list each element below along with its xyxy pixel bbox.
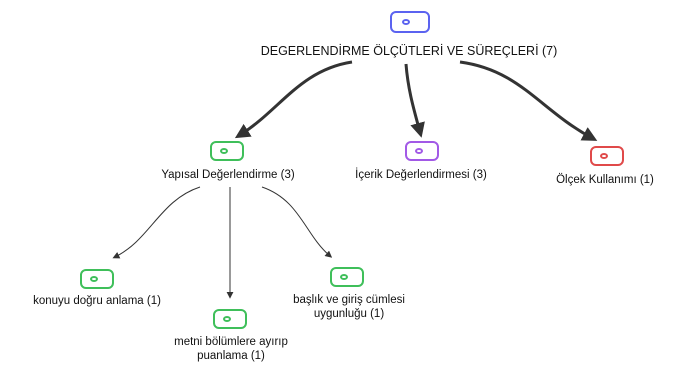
- konuyu-node-icon[interactable]: [80, 269, 114, 289]
- baslik-node-icon[interactable]: [330, 267, 364, 287]
- baslik-node-label-line2[interactable]: uygunluğu (1): [313, 308, 385, 320]
- olcek-node-icon[interactable]: [590, 146, 624, 166]
- edge-root-icerik: [404, 63, 425, 138]
- edge-root-olcek: [459, 60, 598, 141]
- olcek-node-label[interactable]: Ölçek Kullanımı (1): [556, 174, 654, 186]
- edge-root-yapisal: [234, 60, 353, 139]
- yapisal-node-label[interactable]: Yapısal Değerlendirme (3): [161, 169, 295, 181]
- icerik-node-label[interactable]: İçerik Değerlendirmesi (3): [355, 169, 487, 181]
- metni-node-label-line1[interactable]: metni bölümlere ayırıp: [174, 336, 288, 348]
- root-node-label[interactable]: DEGERLENDİRME ÖLÇÜTLERİ VE SÜREÇLERİ (7): [260, 44, 558, 58]
- metni-node-icon[interactable]: [213, 309, 247, 329]
- metni-node-label-line2[interactable]: puanlama (1): [197, 350, 265, 362]
- edge-yapisal-konuyu: [112, 186, 201, 259]
- yapisal-node-icon[interactable]: [210, 141, 244, 161]
- root-node-icon[interactable]: [390, 11, 430, 33]
- edge-yapisal-baslik: [261, 186, 333, 258]
- konuyu-node-label[interactable]: konuyu doğru anlama (1): [33, 295, 161, 307]
- icerik-node-icon[interactable]: [405, 141, 439, 161]
- baslik-node-label-line1[interactable]: başlık ve giriş cümlesi: [293, 294, 405, 306]
